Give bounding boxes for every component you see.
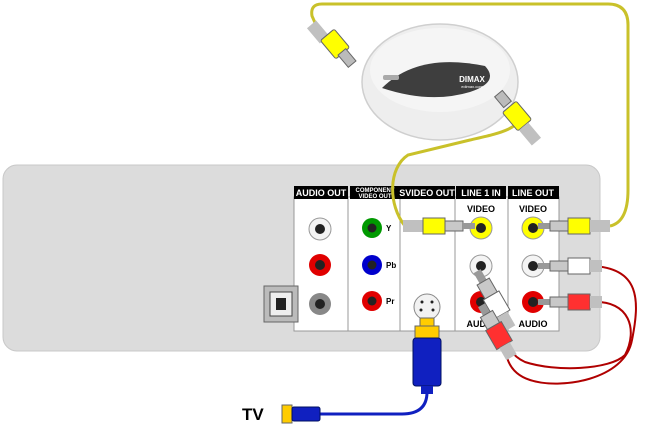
tv-label: TV (242, 405, 264, 424)
adapter-brand: DIMAX (459, 75, 485, 84)
line1-red-rca-plug-icon (478, 303, 517, 361)
component-pr-jack-icon (362, 291, 382, 311)
lineout-video-label: VIDEO (519, 204, 547, 214)
y-label: Y (386, 224, 392, 233)
line1-white-rca-plug-icon (473, 269, 516, 332)
audio-out-red-jack-icon (309, 254, 331, 276)
component-y-jack-icon (362, 218, 382, 238)
component-header-line1: COMPONENT (356, 188, 395, 194)
component-pb-jack-icon (362, 255, 382, 275)
white-audio-cable (504, 265, 637, 385)
lineout-audio-white-jack-icon (521, 254, 545, 278)
line1-video-label: VIDEO (467, 204, 495, 214)
blue-svideo-cable (320, 391, 429, 416)
component-header-line2: VIDEO OUT (358, 194, 391, 200)
line-out-header: LINE OUT (512, 188, 555, 198)
audio-out-header: AUDIO OUT (296, 188, 347, 198)
optical-jack-icon (263, 285, 299, 323)
audio-out-white-jack-icon (308, 217, 332, 241)
adapter-bottom-rca-plug-icon (493, 89, 542, 146)
pb-label: Pb (386, 261, 396, 270)
line1-audio-label: AUDIO (467, 319, 496, 329)
line1-video-rca-plug-icon (403, 217, 475, 235)
pr-label: Pr (386, 297, 394, 306)
lineout-red-rca-plug-icon (538, 293, 602, 311)
section-headers: AUDIO OUT COMPONENT VIDEO OUT SVIDEO OUT… (294, 186, 559, 200)
line1-in-header: LINE 1 IN (461, 188, 501, 198)
line1-audio-white-jack-icon (469, 254, 493, 278)
yellow-video-cable-from-lineout (310, 2, 630, 228)
lineout-video-rca-plug-icon (538, 217, 610, 235)
lineout-audio-red-jack-icon (522, 291, 544, 313)
audio-out-gray-jack-icon (309, 293, 331, 315)
tv-svideo-plug-icon (281, 404, 321, 424)
lineout-audio-label: AUDIO (519, 319, 548, 329)
svideo-jack-icon (413, 293, 441, 321)
svideo-out-header: SVIDEO OUT (399, 188, 455, 198)
wireless-adapter-icon: DIMAX edimax.com (361, 23, 519, 141)
adapter-url: edimax.com (461, 84, 483, 89)
lineout-white-rca-plug-icon (538, 257, 602, 275)
svideo-plug-icon (412, 317, 442, 394)
adapter-top-rca-plug-icon (306, 20, 357, 69)
